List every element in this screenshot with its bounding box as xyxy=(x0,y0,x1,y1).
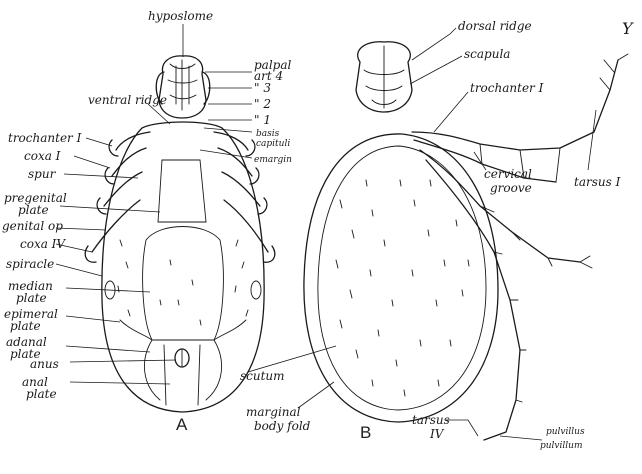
label-marginal: marginal xyxy=(246,405,301,419)
label-tarsus-4: IV xyxy=(429,427,445,441)
figure-a-letter: A xyxy=(176,415,188,434)
figure-b-dorsal-view: dorsal ridge scapula trochanter I cervic… xyxy=(240,19,634,451)
label-tarsus: tarsus xyxy=(412,413,450,427)
label-body-fold: body fold xyxy=(254,419,311,433)
label-scutum: scutum xyxy=(240,369,285,383)
label-coxa-4: coxa IV xyxy=(20,237,66,251)
label-cervical-groove: groove xyxy=(490,181,532,195)
label-pulvillus: pulvillus xyxy=(546,427,585,437)
figure-b-letter: B xyxy=(360,423,371,442)
label-palpal-art2: " 2 xyxy=(254,97,271,111)
label-trochanter-1-b: trochanter I xyxy=(470,81,544,95)
label-hypostome: hyposlome xyxy=(148,9,213,23)
label-spiracle: spiracle xyxy=(6,257,54,271)
label-emargin: emargin xyxy=(254,155,292,165)
label-palpal-art1: " 1 xyxy=(254,113,271,127)
label-basis: basis xyxy=(256,129,280,139)
b-body-outline xyxy=(304,134,498,422)
label-palpal-art3: " 3 xyxy=(254,81,271,95)
label-pulvillum: pulvillum xyxy=(540,441,583,451)
label-coxa-1: coxa I xyxy=(24,149,61,163)
label-tarsus-1: tarsus I xyxy=(574,175,621,189)
a-pregenital-plate-outline xyxy=(158,160,206,222)
a-capitulum xyxy=(159,56,206,118)
label-spur: spur xyxy=(28,167,57,181)
label-pregenital-plate: plate xyxy=(18,203,49,217)
label-scapula: scapula xyxy=(464,47,510,61)
label-epimeral-plate: plate xyxy=(10,319,41,333)
corner-mark: Y xyxy=(622,19,634,38)
label-cervical: cervical xyxy=(484,167,532,181)
label-ventral-ridge: ventral ridge xyxy=(88,93,167,107)
label-dorsal-ridge: dorsal ridge xyxy=(458,19,532,33)
label-anus: anus xyxy=(30,357,59,371)
label-capituli: capituli xyxy=(256,139,290,149)
label-trochanter-1-a: trochanter I xyxy=(8,131,82,145)
label-genital-opening: genital op xyxy=(2,219,63,233)
label-anal-plate: plate xyxy=(26,387,57,401)
a-median-plate-outline xyxy=(143,227,224,341)
label-median-plate: plate xyxy=(16,291,47,305)
